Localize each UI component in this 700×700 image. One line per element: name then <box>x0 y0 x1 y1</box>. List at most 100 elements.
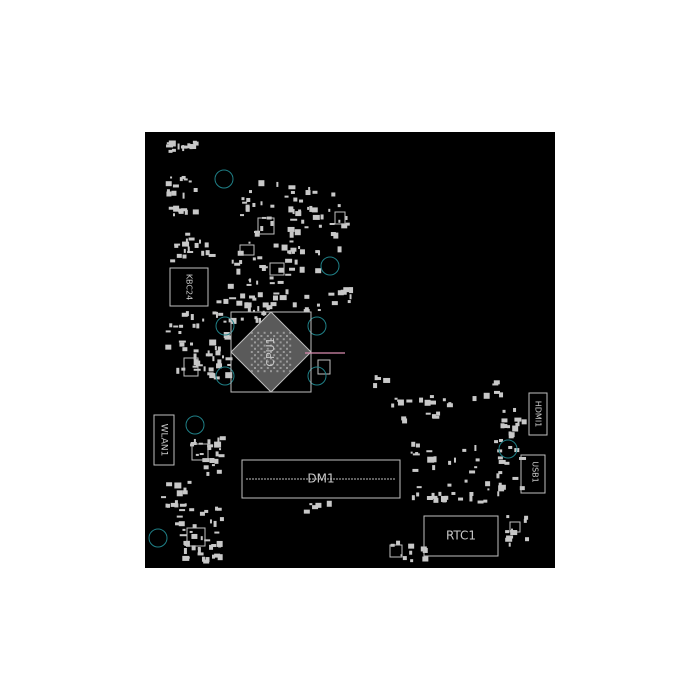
smd-part <box>166 482 173 487</box>
cpu-ball <box>289 331 292 334</box>
smd-part <box>208 367 212 370</box>
smd-part <box>312 190 318 194</box>
wlan-connector[interactable]: WLAN1 <box>153 414 175 466</box>
cpu-ball <box>254 335 256 337</box>
kbc-component[interactable]: KBC24 <box>169 267 209 307</box>
smd-part <box>213 376 220 380</box>
smd-part <box>179 509 186 512</box>
smd-part <box>498 485 505 492</box>
smd-part <box>227 363 232 366</box>
smd-part <box>474 444 477 451</box>
smd-part <box>180 145 186 149</box>
rtc-battery[interactable]: RTC1 <box>423 515 499 557</box>
dimm-label: DM1 <box>307 472 334 486</box>
smd-part <box>448 460 452 465</box>
smd-part <box>177 143 180 150</box>
smd-part <box>183 248 186 253</box>
smd-part <box>205 250 210 256</box>
smd-part <box>208 253 216 257</box>
smd-part <box>217 359 222 365</box>
cpu-ball <box>282 338 285 341</box>
smd-part <box>176 367 180 374</box>
dimm-slot[interactable]: DM1 <box>241 459 401 499</box>
cpu-ball <box>286 341 288 344</box>
cpu-component[interactable]: CPU1 <box>230 311 312 393</box>
cpu-ball <box>250 363 253 366</box>
cpu-ball <box>263 363 266 366</box>
smd-part <box>299 249 305 255</box>
smd-part <box>501 418 508 423</box>
smd-part <box>187 480 192 484</box>
smd-part <box>205 353 213 357</box>
smd-part <box>197 552 204 556</box>
smd-part <box>309 205 313 212</box>
cpu-ball <box>276 344 279 347</box>
smd-part <box>168 140 176 147</box>
smd-part <box>248 278 251 281</box>
smd-part <box>211 554 215 559</box>
smd-part <box>209 373 216 379</box>
smd-part <box>198 239 201 244</box>
smd-part <box>216 469 222 474</box>
smd-part <box>182 347 188 352</box>
smd-part <box>167 503 171 508</box>
smd-part <box>294 229 301 236</box>
smd-part <box>270 302 277 307</box>
cpu-ball <box>260 360 263 363</box>
smd-part <box>312 505 319 510</box>
smd-part <box>215 350 221 356</box>
smd-part <box>326 500 332 507</box>
smd-part <box>193 349 199 353</box>
cpu-ball <box>276 351 279 353</box>
smd-part <box>209 519 212 524</box>
cpu-ball <box>286 360 288 363</box>
cpu-ball <box>282 370 285 373</box>
usb-connector[interactable]: USB1 <box>520 454 546 494</box>
smd-part <box>237 250 244 256</box>
smd-part <box>189 508 195 512</box>
smd-part <box>425 412 431 415</box>
smd-part <box>290 218 298 221</box>
smd-part <box>469 495 473 502</box>
smd-part <box>165 181 172 187</box>
smd-part <box>166 191 172 197</box>
cpu-ball <box>250 338 253 341</box>
smd-part <box>279 295 287 301</box>
smd-part <box>185 238 188 243</box>
smd-components <box>161 140 530 564</box>
smd-part <box>453 457 456 463</box>
cpu-ball <box>254 341 256 344</box>
smd-part <box>312 214 320 220</box>
cpu-ball <box>273 354 276 357</box>
smd-part <box>308 186 311 190</box>
smd-part <box>259 317 262 323</box>
cpu-ball <box>257 357 260 360</box>
smd-part <box>245 204 250 211</box>
smd-part <box>494 440 499 444</box>
smd-part <box>295 211 302 217</box>
smd-part <box>219 517 224 522</box>
smd-part <box>181 175 186 179</box>
smd-part <box>513 407 517 412</box>
hdmi-connector[interactable]: HDMI1 <box>528 392 548 436</box>
smd-part <box>231 317 237 324</box>
mounting-hole <box>498 439 518 459</box>
wlan-label: WLAN1 <box>159 424 169 457</box>
smd-part <box>521 419 527 425</box>
smd-part <box>510 530 518 536</box>
cpu-ball <box>282 363 285 366</box>
smd-part <box>475 458 480 462</box>
smd-part <box>193 359 199 366</box>
cpu-ball <box>266 335 269 337</box>
smd-part <box>192 323 196 328</box>
smd-part <box>502 409 506 413</box>
cpu-ball <box>276 370 279 373</box>
cpu-ball <box>270 370 272 373</box>
smd-part <box>206 471 210 476</box>
mounting-hole <box>307 366 327 386</box>
smd-part <box>285 258 293 263</box>
smd-part <box>278 267 285 273</box>
smd-part <box>331 192 336 197</box>
smd-part <box>411 495 415 501</box>
smd-part <box>442 398 446 402</box>
